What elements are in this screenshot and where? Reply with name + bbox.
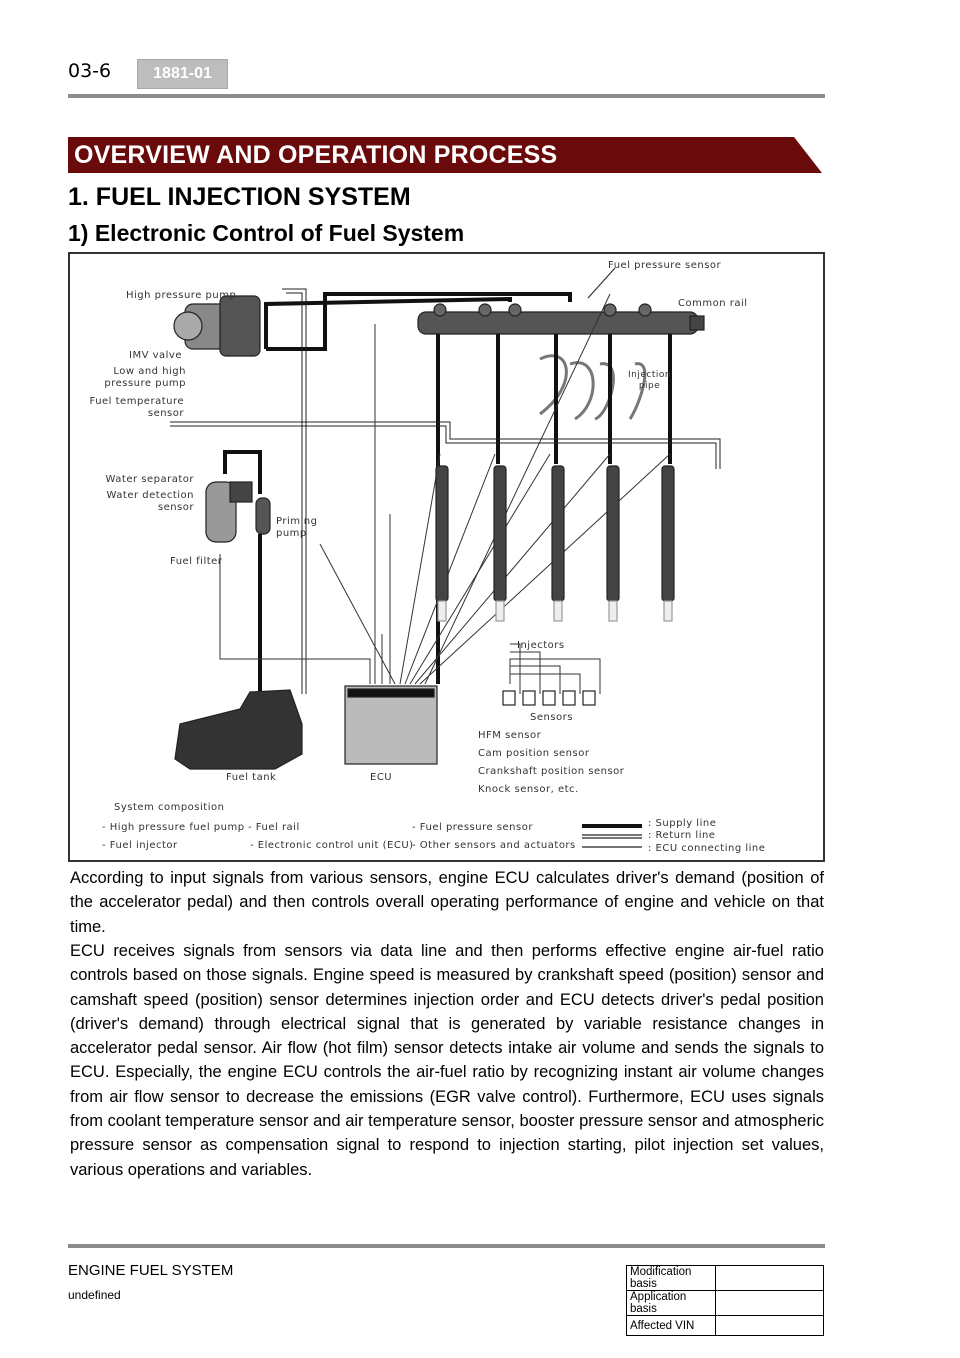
label-fuel-filter: Fuel filter [170,556,222,567]
label-common-rail: Common rail [678,298,748,309]
modification-basis-label: Modification basis [627,1266,716,1291]
legend-supply-line: : Supply line [648,818,716,829]
label-fuel-temp-1: Fuel temperature [80,396,184,407]
composition-item: - Fuel rail [248,822,300,833]
label-high-pressure-pump: High pressure pump [126,290,236,301]
section-subheading: 1) Electronic Control of Fuel System [68,220,464,247]
footer-divider [68,1244,825,1248]
label-water-separator: Water separator [90,474,194,485]
label-cam-sensor: Cam position sensor [478,748,589,759]
legend-return-line: : Return line [648,830,715,841]
label-imv-valve: IMV valve [90,350,182,361]
table-row: Affected VIN [627,1316,824,1336]
label-low-high-pump-2: pressure pump [90,378,186,389]
label-low-high-pump-1: Low and high [90,366,186,377]
label-injection-pipe: Injection pipe [628,370,671,392]
label-priming-pump-2: pump [276,528,307,539]
legend-ecu-line: : ECU connecting line [648,843,765,854]
composition-item: - High pressure fuel pump [102,822,245,833]
section-heading: 1. FUEL INJECTION SYSTEM [68,183,411,212]
header-divider [68,94,825,98]
label-priming-pump-1: Priming [276,516,317,527]
label-injection-pipe-2: pipe [639,381,660,391]
composition-item: - Fuel injector [102,840,178,851]
application-basis-label: Application basis [627,1291,716,1316]
composition-item: - Electronic control unit (ECU) [250,840,414,851]
footer-subtitle: undefined [68,1288,121,1302]
label-fuel-temp-2: sensor [80,408,184,419]
label-injectors: Injectors [517,640,565,651]
table-row: Application basis [627,1291,824,1316]
label-fuel-tank: Fuel tank [226,772,276,783]
label-injection-pipe-1: Injection [628,370,671,380]
label-ecu: ECU [370,772,392,783]
paragraph-1: According to input signals from various … [70,866,824,939]
modification-basis-value [716,1266,824,1291]
affected-vin-label: Affected VIN [627,1316,716,1336]
label-hfm-sensor: HFM sensor [478,730,541,741]
document-code-badge: 1881-01 [137,59,228,89]
affected-vin-value [716,1316,824,1336]
table-row: Modification basis [627,1266,824,1291]
application-basis-value [716,1291,824,1316]
basis-table: Modification basis Application basis Aff… [626,1265,824,1336]
label-sensors: Sensors [530,712,573,723]
fuel-system-diagram: Fuel pressure sensor High pressure pump … [68,252,825,862]
paragraph-2: ECU receives signals from sensors via da… [70,939,824,1182]
label-crank-sensor: Crankshaft position sensor [478,766,624,777]
label-water-detection-1: Water detection [90,490,194,501]
footer-title: ENGINE FUEL SYSTEM [68,1262,233,1279]
composition-item: - Fuel pressure sensor [412,822,533,833]
composition-item: - Other sensors and actuators [412,840,576,851]
label-fuel-pressure-sensor: Fuel pressure sensor [608,260,721,271]
banner-title: OVERVIEW AND OPERATION PROCESS [74,141,557,170]
label-knock-sensor: Knock sensor, etc. [478,784,579,795]
label-water-detection-2: sensor [90,502,194,513]
page-number: 03-6 [68,60,111,82]
composition-title: System composition [114,802,224,813]
